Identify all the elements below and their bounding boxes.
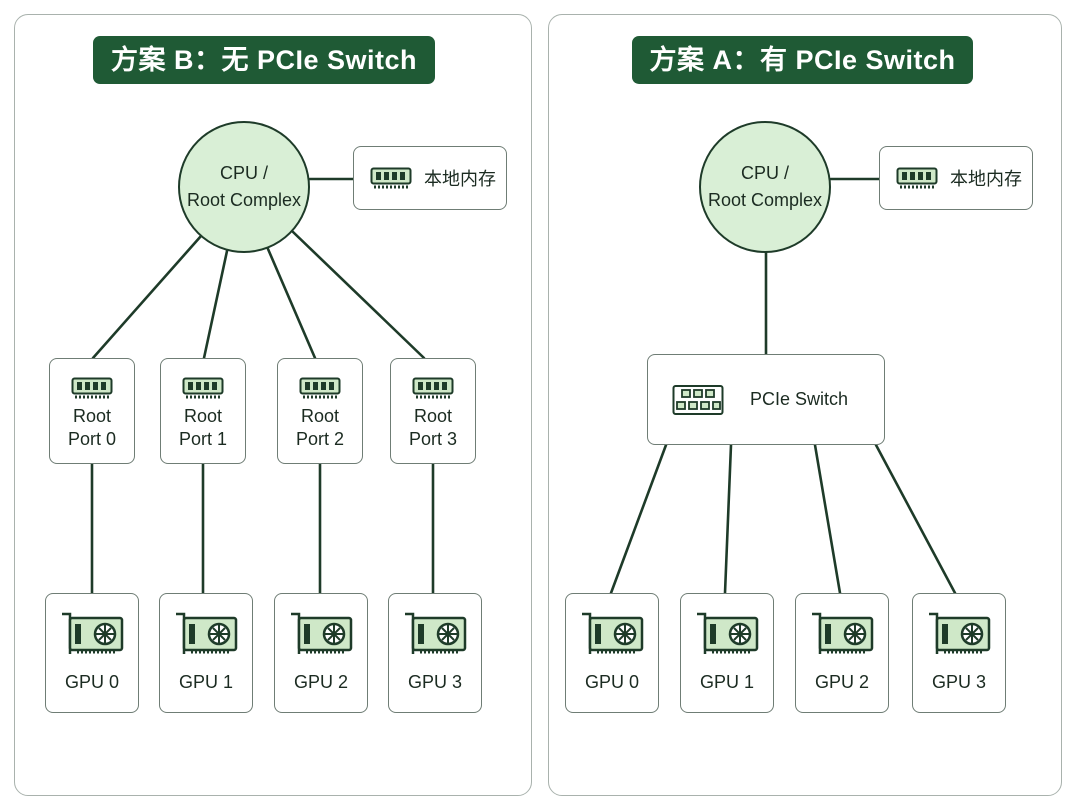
port-label-line2: Port 1 (178, 429, 228, 449)
gpu-card-b1: GPU 1 (159, 593, 253, 713)
root-port-1: Root Port 1 (160, 358, 246, 464)
gpu-label: GPU 0 (64, 672, 120, 692)
switch-label: PCIe Switch (750, 389, 849, 409)
gpu-card-a0: GPU 0 (565, 593, 659, 713)
port-label-line2: Port 0 (67, 429, 117, 449)
gpu-card-a2: GPU 2 (795, 593, 889, 713)
ram-module-icon (370, 166, 412, 190)
gpu-label: GPU 3 (407, 672, 463, 692)
gpu-card-b0: GPU 0 (45, 593, 139, 713)
panel-b-title: 方案 B：无 PCIe Switch (93, 36, 435, 84)
panel-a-title: 方案 A：有 PCIe Switch (632, 36, 973, 84)
gpu-label: GPU 3 (931, 672, 987, 692)
graphics-card-icon (809, 610, 875, 660)
cpu-label-line2: Root Complex (707, 190, 823, 210)
cpu-label-line2: Root Complex (186, 190, 302, 210)
local-memory-box-a: 本地内存 (879, 146, 1033, 210)
wire-switch-gpu0 (609, 443, 668, 595)
port-label-line2: Port 3 (408, 429, 458, 449)
gpu-label: GPU 2 (814, 672, 870, 692)
port-label-line2: Port 2 (295, 429, 345, 449)
cpu-label-line1: CPU / (740, 163, 789, 183)
memory-label: 本地内存 (424, 169, 496, 189)
cpu-label-line1: CPU / (219, 163, 268, 183)
root-port-label: Root Port 3 (409, 405, 457, 451)
graphics-card-icon (926, 610, 992, 660)
memory-label: 本地内存 (950, 169, 1022, 189)
port-label-line1: Root (413, 406, 453, 426)
port-label-line1: Root (72, 406, 112, 426)
ram-module-icon (182, 376, 224, 400)
local-memory-box-b: 本地内存 (353, 146, 507, 210)
root-port-0: Root Port 0 (49, 358, 135, 464)
gpu-card-b2: GPU 2 (274, 593, 368, 713)
switch-chip-icon (672, 382, 724, 418)
wire-cpu-port0 (91, 234, 203, 360)
root-port-label: Root Port 2 (296, 405, 344, 451)
cpu-root-complex-a: CPU / Root Complex (699, 121, 831, 253)
gpu-card-a1: GPU 1 (680, 593, 774, 713)
root-port-2: Root Port 2 (277, 358, 363, 464)
wire-cpu-port2 (266, 247, 317, 360)
gpu-label: GPU 1 (699, 672, 755, 692)
gpu-card-a3: GPU 3 (912, 593, 1006, 713)
graphics-card-icon (402, 610, 468, 660)
graphics-card-icon (173, 610, 239, 660)
wire-cpu-port1 (202, 249, 229, 360)
root-port-3: Root Port 3 (390, 358, 476, 464)
wire-switch-gpu1 (723, 443, 733, 595)
wire-switch-gpu2 (813, 443, 842, 595)
wire-switch-gpu3 (874, 443, 957, 595)
port-label-line1: Root (183, 406, 223, 426)
ram-module-icon (412, 376, 454, 400)
root-port-label: Root Port 1 (179, 405, 227, 451)
ram-module-icon (299, 376, 341, 400)
graphics-card-icon (694, 610, 760, 660)
graphics-card-icon (288, 610, 354, 660)
gpu-card-b3: GPU 3 (388, 593, 482, 713)
ram-module-icon (71, 376, 113, 400)
gpu-label: GPU 2 (293, 672, 349, 692)
gpu-label: GPU 0 (584, 672, 640, 692)
graphics-card-icon (579, 610, 645, 660)
pcie-switch-box: PCIe Switch (647, 354, 885, 445)
wire-cpu-port3 (290, 229, 426, 360)
graphics-card-icon (59, 610, 125, 660)
ram-module-icon (896, 166, 938, 190)
gpu-label: GPU 1 (178, 672, 234, 692)
root-port-label: Root Port 0 (68, 405, 116, 451)
cpu-root-complex-b: CPU / Root Complex (178, 121, 310, 253)
port-label-line1: Root (300, 406, 340, 426)
